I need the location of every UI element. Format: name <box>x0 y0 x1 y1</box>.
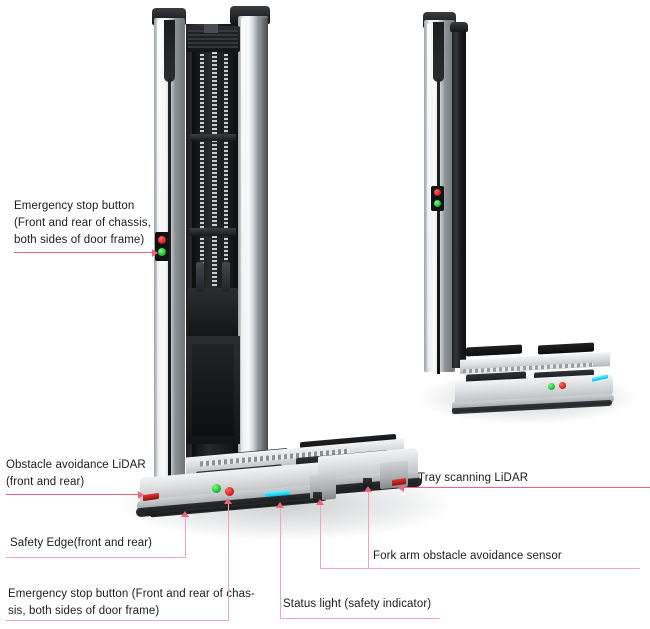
front-chassis-red-button[interactable] <box>225 487 234 496</box>
front-carriage-crossbar-upper <box>190 134 236 141</box>
rear-mast-rail-line <box>437 78 440 374</box>
arrowhead-emergency-stop-mast <box>152 249 158 257</box>
leader-status-light-riser <box>280 508 281 618</box>
label-safety-edge: Safety Edge(front and rear) <box>10 537 153 549</box>
leader-fork-arm-sensor-underline <box>320 568 640 569</box>
front-lift-chain-right <box>224 54 228 290</box>
arrowhead-fork-arm-sensor-near <box>316 499 324 505</box>
label-status-light: Status light (safety indicator) <box>283 598 432 610</box>
front-chassis-green-button[interactable] <box>212 484 221 493</box>
front-emergency-stop-green-button[interactable] <box>158 248 166 256</box>
rear-mast-back-cap <box>450 22 468 32</box>
rear-mast-back-column <box>452 26 466 368</box>
leader-fork-arm-sensor-riser-near <box>320 505 321 568</box>
front-lift-chain-center <box>212 52 217 290</box>
front-lift-carriage <box>188 288 238 338</box>
leader-safety-edge-underline <box>6 557 186 558</box>
front-mast-right-edge-shade <box>261 18 268 476</box>
leader-fork-arm-sensor-riser-far <box>368 492 369 568</box>
fork-arm-sensor-far <box>363 478 372 487</box>
leader-tray-scanning-lidar <box>404 487 650 488</box>
label-emergency-stop-mast: Emergency stop button (Front and rear of… <box>14 200 151 246</box>
arrowhead-status-light <box>276 502 284 508</box>
rear-emergency-stop-green-button[interactable] <box>434 200 441 207</box>
front-mast-left-inner-slot <box>164 20 175 82</box>
rear-emergency-stop-red-button[interactable] <box>434 189 441 196</box>
front-lift-chain-left <box>200 54 204 290</box>
label-tray-scanning-lidar: Tray scanning LiDAR <box>418 472 529 484</box>
leader-status-light-underline <box>280 618 440 619</box>
front-mast-lower-inset <box>192 344 234 436</box>
rear-mast-highlight <box>427 24 431 368</box>
arrowhead-safety-edge <box>181 511 189 517</box>
rear-mast-inner-rail <box>433 22 444 82</box>
front-carriage-guide-left <box>196 262 204 292</box>
front-emergency-stop-red-button[interactable] <box>158 236 166 244</box>
leader-safety-edge-riser <box>185 517 186 558</box>
label-obstacle-avoidance-lidar: Obstacle avoidance LiDAR (front and rear… <box>6 459 146 488</box>
fork-arm-sensor-near <box>313 492 322 501</box>
arrowhead-emergency-stop-chassis <box>224 498 232 504</box>
front-mast-header-vents <box>188 30 238 48</box>
leader-emergency-stop-chassis-underline <box>6 620 228 621</box>
rear-chassis-red-button[interactable] <box>559 382 566 389</box>
leader-emergency-stop-mast <box>14 252 154 253</box>
front-carriage-guide-right <box>222 262 230 292</box>
label-emergency-stop-chassis: Emergency stop button (Front and rear of… <box>8 588 255 617</box>
front-mast-left-slot-line <box>168 78 171 478</box>
arrowhead-fork-arm-sensor-far <box>364 486 372 492</box>
rear-fork-left <box>466 344 522 357</box>
leader-emergency-stop-chassis-riser <box>228 504 229 621</box>
label-fork-arm-sensor: Fork arm obstacle avoidance sensor <box>373 550 562 562</box>
front-mast-header-sticker <box>204 24 218 33</box>
rear-chassis-green-button[interactable] <box>548 383 555 390</box>
front-mast-right-highlight <box>241 18 245 476</box>
front-carriage-crossbar-lower <box>190 228 236 236</box>
arrowhead-tray-scanning-lidar <box>398 484 404 492</box>
arrowhead-obstacle-avoidance-lidar <box>138 491 144 499</box>
leader-obstacle-avoidance-lidar <box>6 494 140 495</box>
